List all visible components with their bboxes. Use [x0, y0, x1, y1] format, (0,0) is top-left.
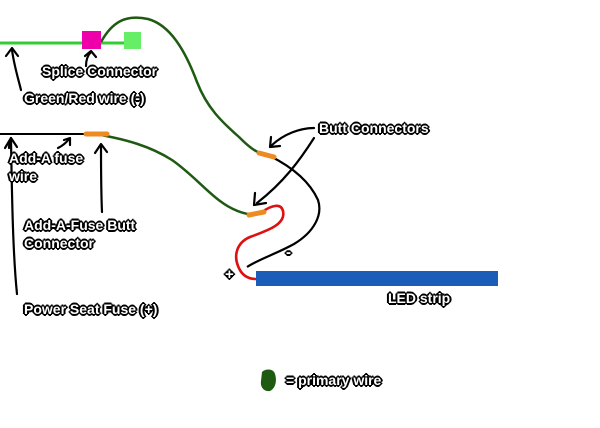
- label-minus-sign: -: [286, 244, 291, 261]
- primary-wire-positive: [94, 132, 255, 217]
- arrow-add-a-fuse-butt: [99, 143, 104, 214]
- label-power-seat-fuse: Power Seat Fuse (+): [24, 301, 158, 317]
- label-green-red-wire: Green/Red wire (-): [24, 90, 145, 106]
- led-strip: [256, 271, 498, 286]
- primary-wire-negative: [99, 16, 267, 157]
- label-splice-connector: Splice Connector: [42, 63, 158, 79]
- wire-end: [124, 32, 141, 49]
- label-add-a-fuse-wire-line2: wire: [9, 168, 38, 184]
- label-add-a-fuse-wire-line1: Add-A fuse: [9, 150, 84, 166]
- led-positive-wire: [234, 204, 285, 281]
- arrows: [3, 46, 316, 296]
- label-add-a-fuse-butt-line1: Add-A-Fuse Butt: [24, 217, 136, 233]
- arrow-green-red-wire: [10, 48, 23, 92]
- label-butt-connectors: Butt Connectors: [319, 120, 429, 136]
- arrow-power-seat-fuse: [9, 138, 19, 296]
- arrow-splice-head: [83, 49, 98, 59]
- arrow-add-a-fuse-wire-2: [56, 137, 71, 150]
- arrow-butt-connector-1: [270, 126, 316, 147]
- label-led-strip: LED strip: [388, 290, 451, 306]
- arrow-add-a-fuse-butt-head: [93, 142, 109, 155]
- butt-connector-positive: [246, 209, 267, 218]
- arrow-power-seat-fuse-head: [3, 136, 19, 150]
- arrow-green-red-head: [4, 46, 20, 58]
- butt-connector-negative: [256, 150, 277, 160]
- arrow-butt-connector-2-head: [252, 191, 268, 207]
- splice-connector: [82, 31, 101, 49]
- arrow-butt-connector-2: [255, 136, 316, 205]
- arrow-butt-connector-1-head: [268, 135, 282, 149]
- legend-swatch: [260, 369, 276, 392]
- legend-text: = primary wire: [286, 372, 382, 388]
- label-plus-sign: +: [225, 266, 234, 283]
- label-add-a-fuse-butt-line2: Connector: [24, 235, 94, 251]
- arrow-add-a-fuse-wire-head: [62, 136, 72, 147]
- led-negative-wire: [246, 155, 321, 268]
